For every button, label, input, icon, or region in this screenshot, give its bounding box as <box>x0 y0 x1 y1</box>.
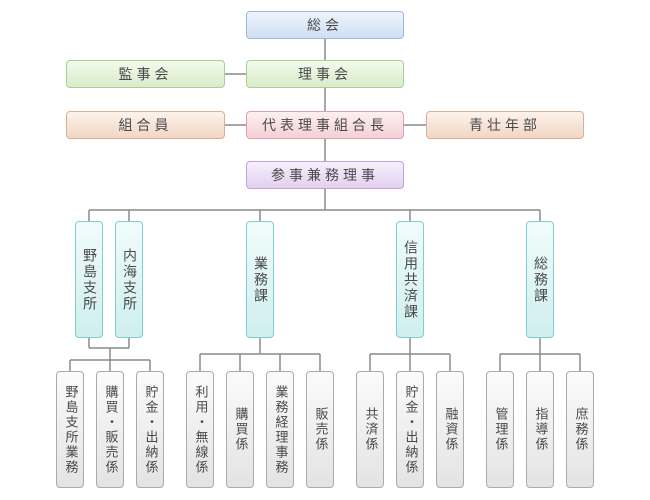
node-managing-director: 参事兼務理事 <box>246 161 404 189</box>
dept-credit-mutual: 信用共済課 <box>396 221 424 338</box>
section-mutual-aid: 共済係 <box>356 371 384 488</box>
node-label: 販売係 <box>312 407 328 452</box>
node-label: 指導係 <box>532 407 548 452</box>
node-auditors: 監事会 <box>66 60 225 88</box>
node-label: 野島支所業務 <box>62 384 78 475</box>
dept-uchiumi-branch: 内海支所 <box>115 221 143 338</box>
node-label: 総務課 <box>532 255 548 304</box>
dept-general-affairs: 総務課 <box>526 221 554 338</box>
section-financing: 融資係 <box>436 371 464 488</box>
section-usage-radio: 利用・無線係 <box>186 371 214 488</box>
node-label: 業務課 <box>252 255 268 304</box>
node-label: 貯金・出納係 <box>402 384 418 475</box>
section-nojima-branch-work: 野島支所業務 <box>56 371 84 488</box>
section-business-accounting: 業務経理事務 <box>266 371 294 488</box>
node-label: 共済係 <box>362 407 378 452</box>
section-management: 管理係 <box>486 371 514 488</box>
node-label: 貯金・出納係 <box>142 384 158 475</box>
dept-nojima-branch: 野島支所 <box>75 221 103 338</box>
node-label: 青壮年部 <box>469 118 541 134</box>
node-label: 利用・無線係 <box>192 384 208 475</box>
node-label: 信用共済課 <box>402 239 418 320</box>
node-label: 総会 <box>307 18 343 34</box>
node-label: 融資係 <box>442 407 458 452</box>
section-purchasing: 購買係 <box>226 371 254 488</box>
node-representative: 代表理事組合長 <box>246 111 404 139</box>
node-label: 内海支所 <box>121 247 137 312</box>
node-label: 購買係 <box>232 407 248 452</box>
node-label: 業務経理事務 <box>272 384 288 475</box>
section-sales: 販売係 <box>306 371 334 488</box>
node-label: 野島支所 <box>81 247 97 312</box>
section-general: 庶務係 <box>566 371 594 488</box>
node-label: 理事会 <box>298 67 352 83</box>
node-label: 参事兼務理事 <box>271 168 379 184</box>
dept-business: 業務課 <box>246 221 274 338</box>
node-youth-division: 青壮年部 <box>426 111 584 139</box>
node-board: 理事会 <box>246 60 404 88</box>
section-guidance: 指導係 <box>526 371 554 488</box>
node-label: 監事会 <box>118 67 173 83</box>
node-general-meeting: 総会 <box>246 11 404 39</box>
node-members: 組合員 <box>66 111 225 139</box>
node-label: 組合員 <box>118 118 173 134</box>
node-label: 代表理事組合長 <box>262 118 388 134</box>
section-purchase-sales: 購買・販売係 <box>96 371 124 488</box>
node-label: 庶務係 <box>572 407 588 452</box>
node-label: 管理係 <box>492 407 508 452</box>
section-savings-cashier-2: 貯金・出納係 <box>396 371 424 488</box>
section-savings-cashier-1: 貯金・出納係 <box>136 371 164 488</box>
node-label: 購買・販売係 <box>102 384 118 475</box>
